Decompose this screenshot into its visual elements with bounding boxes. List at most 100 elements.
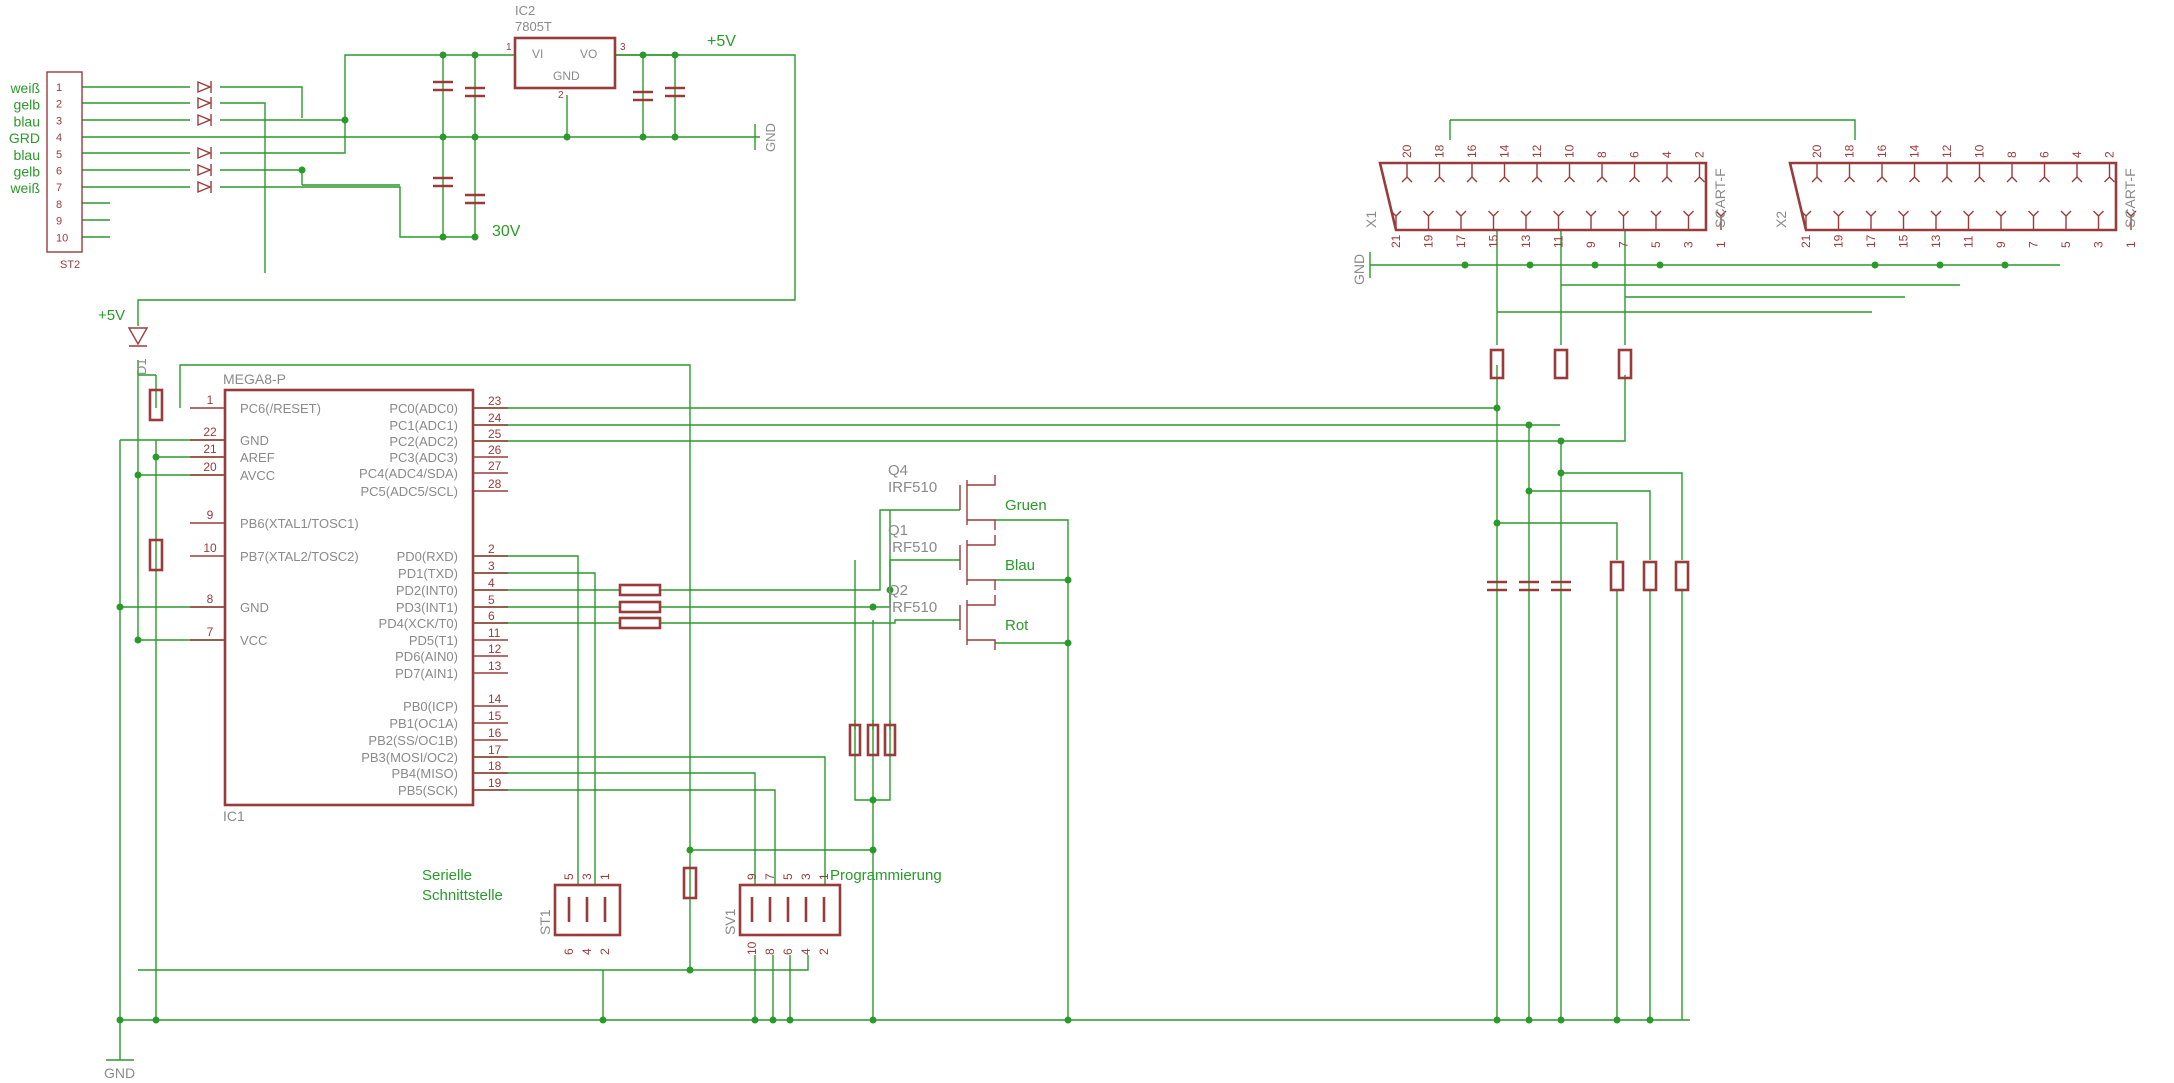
ic1-pin-name: PD7(AIN1) (395, 666, 458, 681)
mosfet-ref: Q1 (888, 522, 908, 539)
sv1-pin-top: 5 (781, 873, 795, 880)
ic1-pin-name: PD2(INT0) (396, 583, 458, 598)
mosfet-net-label: Gruen (1005, 497, 1047, 514)
scart-pin-top: 18 (1433, 144, 1447, 158)
sv1-pin-bottom: 2 (817, 948, 831, 955)
scart-pin-top: 16 (1465, 144, 1479, 158)
diode-symbol (197, 80, 212, 94)
st2-pin-number: 6 (56, 166, 62, 178)
scart-pin-bottom: 19 (1422, 234, 1436, 248)
ic1-pin-number: 2 (488, 542, 495, 556)
plus5v-label-left: +5V (98, 307, 125, 324)
st2-wire-label: weiß (9, 180, 40, 196)
scart-pin-top: 6 (1628, 151, 1642, 158)
st2-pin-number: 7 (56, 182, 62, 194)
st2-wire-label: blau (14, 147, 40, 163)
ic1-pin-name: PC5(ADC5/SCL) (360, 484, 458, 499)
ic1-pin-number: 12 (488, 642, 502, 656)
st2-wire-label: gelb (14, 164, 41, 180)
ic1-pin-number: 11 (488, 626, 501, 640)
scart-type: SCART-F (2122, 168, 2138, 228)
st2-pin-number: 5 (56, 149, 62, 161)
ic1-pin-number: 10 (203, 541, 217, 555)
st2-wire-label: GRD (9, 130, 40, 146)
scart-pin-bottom: 5 (1649, 241, 1663, 248)
ic1-pin-name: PC2(ADC2) (389, 434, 458, 449)
d1-label: D1 (134, 358, 149, 375)
st2-wire-label: weiß (9, 80, 40, 96)
ic1-pin-number: 19 (488, 776, 502, 790)
sv1-pin-top: 7 (763, 873, 777, 880)
ic1-pin-number: 1 (207, 393, 214, 407)
scart-pin-bottom: 5 (2059, 241, 2073, 248)
mosfet-net-label: Rot (1005, 617, 1029, 634)
scart-pin-bottom: 9 (1584, 241, 1598, 248)
st1-pin-top: 1 (598, 873, 612, 880)
st2-wire-label: blau (14, 113, 40, 129)
regulator-ic2: IC2 7805T VI VO GND 1 3 2 (506, 3, 626, 101)
ic2-gnd: GND (553, 69, 580, 83)
ic1-pin-number: 3 (488, 559, 495, 573)
scart-pin-top: 4 (2070, 151, 2084, 158)
scart-pin-bottom: 21 (1799, 234, 1813, 248)
st2-name: ST2 (60, 259, 80, 271)
ic2-type: 7805T (515, 19, 552, 34)
ic2-vo: VO (580, 47, 597, 61)
ic1-pin-name: PD3(INT1) (396, 600, 458, 615)
ic1-pin-name: PB4(MISO) (392, 766, 458, 781)
ic1-pin-name: AREF (240, 450, 275, 465)
scart-pin-top: 20 (1810, 144, 1824, 158)
st2-pin-number: 9 (56, 216, 62, 228)
scart-pin-bottom: 11 (1962, 235, 1976, 248)
mosfet-ref: Q4 (888, 462, 908, 479)
scart-pin-top: 10 (1563, 144, 1577, 158)
ic1-pin-number: 28 (488, 477, 502, 491)
sv1-pin-bottom: 6 (781, 948, 795, 955)
ic1-pin-name: PD6(AIN0) (395, 649, 458, 664)
plus5v-label-top: +5V (707, 33, 736, 50)
ic2-name: IC2 (515, 3, 535, 18)
scart-pin-top: 14 (1498, 144, 1512, 158)
ic1-pin-number: 26 (488, 443, 502, 457)
ic1-pin-number: 15 (488, 709, 502, 723)
scart-pin-bottom: 7 (2027, 241, 2041, 248)
ic1-pin-name: PD0(RXD) (397, 549, 458, 564)
gnd-label-bottom: GND (104, 1065, 135, 1081)
ic1-pin-name: PD1(TXD) (398, 566, 458, 581)
ic1-pin-name: AVCC (240, 468, 275, 483)
st1-pin-bottom: 4 (580, 948, 594, 955)
v30-label: 30V (492, 223, 521, 240)
ic1-pin-name: PB6(XTAL1/TOSC1) (240, 516, 359, 531)
st2-pin-number: 2 (56, 99, 62, 111)
ic1-pin-name: PD5(T1) (409, 633, 458, 648)
scart-pin-bottom: 15 (1487, 234, 1501, 248)
ic1-pin-number: 14 (488, 692, 502, 706)
ic1-pin-number: 13 (488, 659, 502, 673)
ic1-pin-name: PC3(ADC3) (389, 450, 458, 465)
st1-pin-bottom: 6 (562, 948, 576, 955)
scart-pin-bottom: 17 (1454, 234, 1468, 248)
st1-pin-top: 3 (580, 873, 594, 880)
ic1-pin-number: 23 (488, 394, 502, 408)
regulator-capacitors (433, 80, 685, 205)
ic1-pin-number: 16 (488, 726, 502, 740)
ic2-pin1: 1 (506, 42, 512, 53)
diode-d1: D1 (127, 327, 149, 375)
scart-pin-top: 20 (1400, 144, 1414, 158)
ic1-pin-name: PC1(ADC1) (389, 418, 458, 433)
scart-type: SCART-F (1712, 168, 1728, 228)
mosfet-type: IRF510 (888, 599, 937, 616)
diode-symbol (197, 96, 212, 110)
ic1-pin-number: 20 (203, 460, 217, 474)
wire-net (82, 54, 2060, 1060)
diode-symbol (197, 146, 212, 160)
ic1-pin-name: PB3(MOSI/OC2) (361, 750, 458, 765)
gate-resistors (618, 583, 662, 630)
right-capacitors (1487, 580, 1571, 592)
